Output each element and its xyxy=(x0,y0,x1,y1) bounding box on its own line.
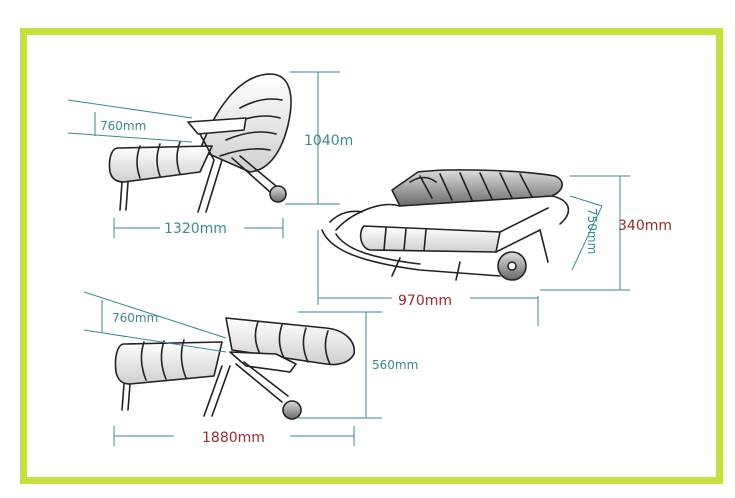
folded-depth-label: 750mm xyxy=(585,208,599,254)
upright-length-label: 1320mm xyxy=(164,221,227,237)
upright-chair xyxy=(108,73,292,213)
diagram-frame xyxy=(20,28,723,484)
folded-height-label: 340mm xyxy=(618,218,672,234)
upright-dimension-lines xyxy=(67,71,340,238)
flat-dimension-lines xyxy=(83,291,382,446)
folded-chair xyxy=(321,169,570,281)
flat-height-label: 560mm xyxy=(372,358,418,372)
folded-length-label: 970mm xyxy=(398,293,452,309)
flat-length-label: 1880mm xyxy=(202,430,265,446)
upright-height-label: 1040m xyxy=(304,133,353,149)
flat-chair xyxy=(114,317,355,420)
upright-seat-height-label: 760mm xyxy=(100,119,146,133)
flat-seat-height-label: 760mm xyxy=(112,311,158,325)
folded-dimension-lines xyxy=(317,175,630,326)
